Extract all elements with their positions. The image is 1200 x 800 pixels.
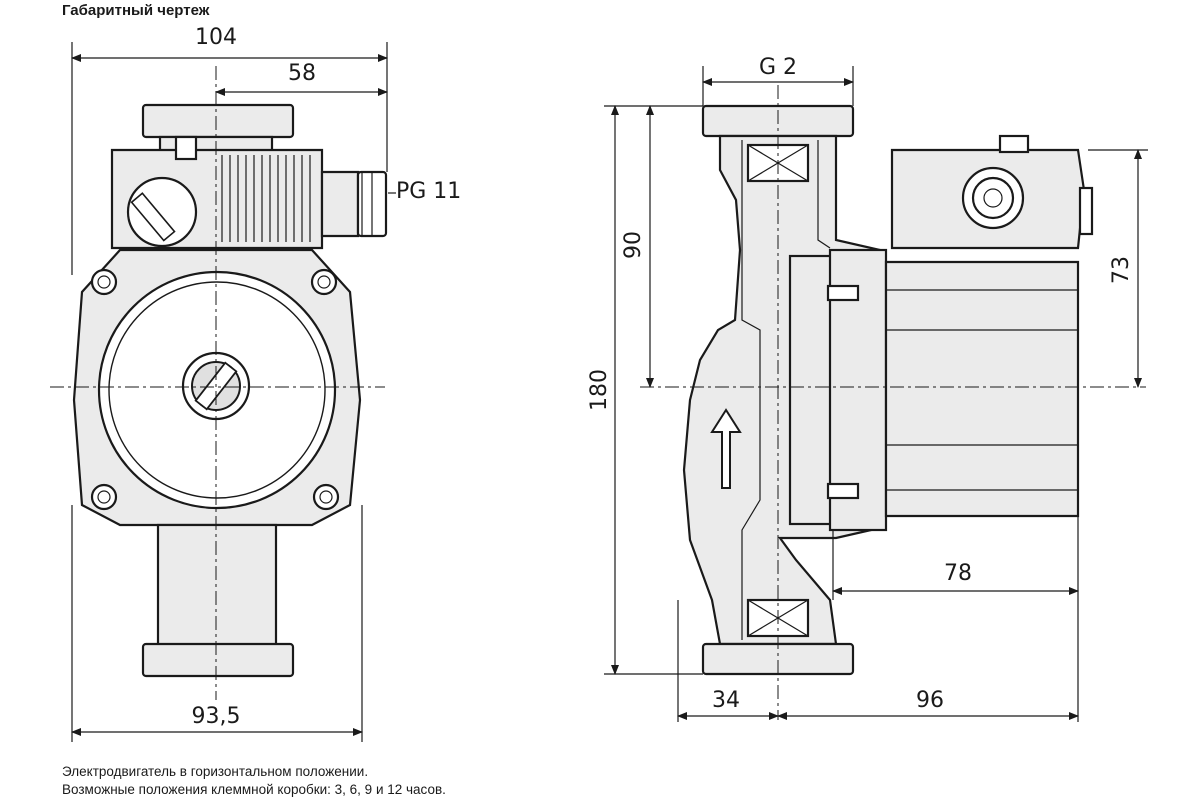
dim-width-total: 104 <box>195 25 237 50</box>
dim-height-total: 180 <box>587 369 612 411</box>
note-terminal-box-positions: Возможные положения клеммной коробки: 3,… <box>62 782 446 797</box>
dim-flange-offset: 34 <box>712 688 740 713</box>
speed-selector-knob <box>126 176 198 248</box>
dim-base-width: 93,5 <box>192 704 241 729</box>
front-top-flange <box>141 103 295 139</box>
dim-width-offset: 58 <box>288 61 316 86</box>
dim-height-half: 90 <box>621 231 646 259</box>
note-motor-position: Электродвигатель в горизонтальном положе… <box>62 764 369 779</box>
dim-thread: G 2 <box>759 55 797 80</box>
flow-arrow <box>710 408 742 489</box>
drawing-title: Габаритный чертеж <box>62 2 210 19</box>
front-view: 104 58 PG 11 93,5 <box>50 25 461 742</box>
label-cable-gland: PG 11 <box>396 179 461 204</box>
front-bottom-flange <box>141 642 295 678</box>
side-view: G 2 180 90 73 78 34 96 <box>587 55 1148 722</box>
box-latch <box>174 135 198 161</box>
terminal-box-ribs <box>221 155 311 242</box>
dim-motor-length: 78 <box>944 561 972 586</box>
motor-flange <box>788 254 836 526</box>
housing-bolts <box>90 268 340 511</box>
cable-gland <box>320 170 360 238</box>
dim-box-height: 73 <box>1109 256 1134 284</box>
dim-depth-total: 96 <box>916 688 944 713</box>
motor-body <box>884 260 1080 518</box>
front-lower-pipe <box>156 523 278 647</box>
